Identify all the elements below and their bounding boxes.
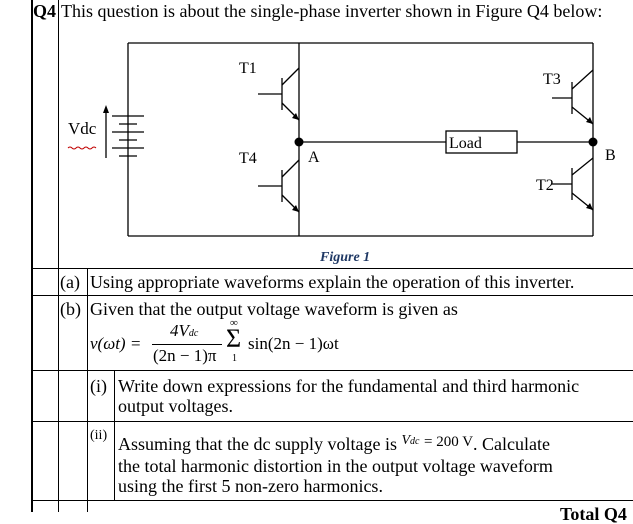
output-voltage-equation: v(ωt) = 4Vdc (2n − 1)π ∞ Σ 1 sin(2n − 1)…	[90, 317, 390, 368]
table-col-divider-1	[58, 0, 59, 512]
equation-denominator: (2n − 1)π	[153, 346, 217, 365]
vdc-value: = 200 V	[424, 434, 474, 450]
equation-rhs: sin(2n − 1)ωt	[248, 334, 339, 353]
question-number: Q4	[33, 1, 57, 21]
part-i-text: Write down expressions for the fundament…	[118, 376, 580, 416]
vdc-symbol: Vdc	[401, 433, 420, 448]
equation-lhs: v(ωt) =	[90, 334, 142, 353]
fraction-bar	[152, 344, 222, 345]
part-a-text: Using appropriate waveforms explain the …	[90, 272, 575, 292]
inverter-circuit-diagram: T1 T4 T3 T2 Vdc A B Load	[67, 42, 616, 237]
label-t3: T3	[543, 71, 561, 88]
table-col-divider-3	[114, 370, 115, 500]
label-vdc: Vdc	[68, 119, 97, 138]
table-row-line-4	[31, 421, 633, 422]
total-marks-label: Total Q4	[560, 504, 627, 524]
label-node-b: B	[605, 147, 616, 164]
table-left-border	[31, 0, 33, 512]
part-ii-line1: Assuming that the dc supply voltage is V…	[118, 433, 550, 454]
label-t1: T1	[239, 60, 257, 77]
exam-question-page: Q4 This question is about the single-pha…	[31, 0, 633, 524]
part-i-label: (i)	[90, 376, 107, 396]
label-load: Load	[449, 135, 482, 152]
part-a-label: (a)	[60, 272, 80, 292]
question-intro: This question is about the single-phase …	[61, 1, 603, 21]
table-row-line-2	[31, 295, 633, 296]
part-b-label: (b)	[60, 299, 81, 319]
table-row-line-1	[31, 268, 633, 269]
sum-symbol: Σ	[226, 324, 242, 353]
label-t2: T2	[536, 177, 554, 194]
label-t4: T4	[239, 150, 257, 167]
label-node-a: A	[308, 149, 320, 166]
part-ii-text-rest: the total harmonic distortion in the out…	[118, 456, 553, 496]
figure-caption: Figure 1	[320, 250, 371, 265]
part-b-text: Given that the output voltage waveform i…	[90, 299, 458, 319]
equation-numerator: 4Vdc	[170, 321, 199, 340]
table-row-line-5	[31, 500, 633, 501]
table-col-divider-2	[87, 268, 88, 512]
sum-lower-limit: 1	[232, 353, 237, 364]
part-ii-label: (ii)	[90, 428, 108, 443]
table-row-line-3	[31, 370, 633, 371]
sum-upper-limit: ∞	[230, 317, 238, 329]
